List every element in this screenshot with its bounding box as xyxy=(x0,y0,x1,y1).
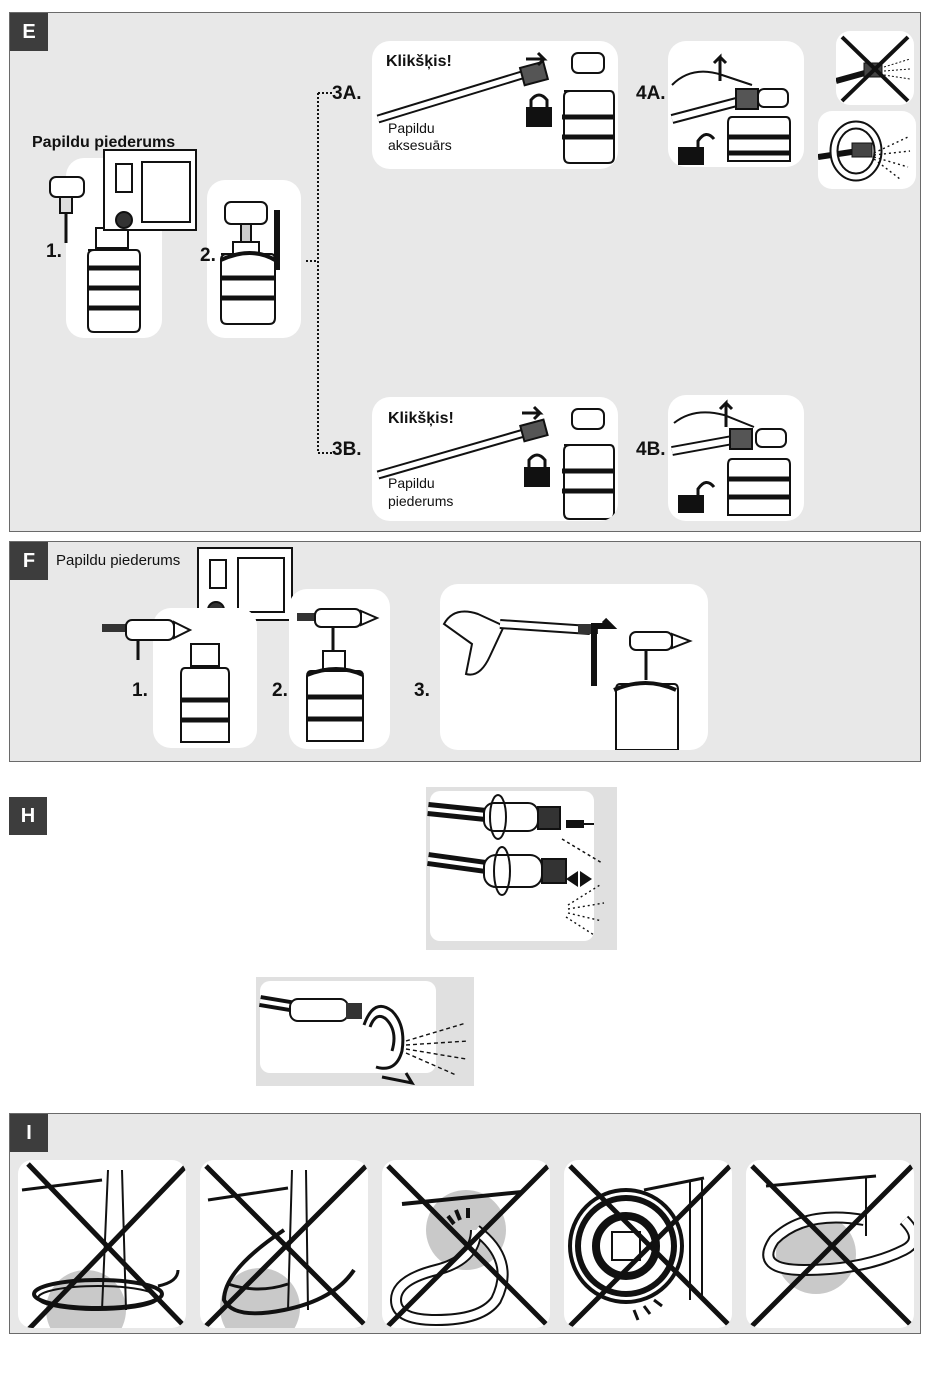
nozzle-icon xyxy=(46,173,96,248)
arrow-right-icon xyxy=(522,407,540,419)
rotate-arrow-icon xyxy=(818,111,916,189)
section-i-panel: I xyxy=(9,1113,921,1334)
hose-warning-3 xyxy=(382,1160,550,1328)
bottle-with-nozzle-icon xyxy=(207,180,301,338)
jet-mode-icon xyxy=(426,787,617,950)
step-3b-number: 3B. xyxy=(332,439,362,461)
lance-release-b-icon xyxy=(668,395,804,521)
callout-3a-line1: Papildu xyxy=(388,120,435,137)
section-e-panel: E Papildu piederums 1. xyxy=(9,12,921,532)
accessory-box-e xyxy=(102,138,202,233)
prohibited-cross-icon xyxy=(836,31,914,105)
section-h-tag: H xyxy=(9,797,47,835)
branch-connector xyxy=(304,89,364,459)
step-4a-number: 4A. xyxy=(636,83,666,105)
lock-open-icon xyxy=(678,147,704,165)
rotate-arrow-icon xyxy=(382,1073,412,1083)
lock-closed-icon xyxy=(524,467,550,487)
step-4a-card xyxy=(668,41,804,167)
hose-warning-4 xyxy=(564,1160,732,1328)
callout-3b-line1: Papildu xyxy=(388,475,435,492)
step-4b-card xyxy=(668,395,804,521)
bottle-with-nozzle-icon xyxy=(289,589,390,749)
hose-warning-2 xyxy=(200,1160,368,1328)
click-text-3b: Klikšķis! xyxy=(388,410,454,428)
lance-release-icon xyxy=(668,41,804,167)
jet-pencil-icon xyxy=(566,820,584,828)
spray-nozzle-e xyxy=(46,173,96,248)
step-e1-number: 1. xyxy=(46,241,62,263)
lock-open-icon xyxy=(678,495,704,513)
prohibited-cross-icon xyxy=(200,1160,368,1328)
nozzle-icon xyxy=(100,614,200,664)
accessory-label-f: Papildu piederums xyxy=(56,552,180,569)
prohibited-cross-icon xyxy=(382,1160,550,1328)
rotate-nozzle-figure xyxy=(256,977,474,1086)
jet-mode-figure xyxy=(426,787,617,950)
gun-attach-icon xyxy=(440,584,708,750)
prohibited-cross-icon xyxy=(18,1160,186,1328)
rotate-nozzle-icon xyxy=(256,977,474,1086)
rotate-nozzle-card xyxy=(818,111,916,189)
prohibited-jet-card xyxy=(836,31,914,105)
callout-3b-line2: piederums xyxy=(388,493,453,510)
accessory-box-icon xyxy=(102,138,202,233)
spray-gun-nozzle-f xyxy=(100,614,200,664)
hose-warning-5 xyxy=(746,1160,914,1328)
prohibited-cross-icon xyxy=(564,1160,732,1328)
step-f3-number: 3. xyxy=(414,680,430,702)
callout-3a-line2: aksesuārs xyxy=(388,137,452,154)
step-4b-number: 4B. xyxy=(636,439,666,461)
step-f2-number: 2. xyxy=(272,680,288,702)
section-f-tag: F xyxy=(10,542,48,580)
section-i-tag: I xyxy=(10,1114,48,1152)
section-f-panel: F Papildu piederums 1. xyxy=(9,541,921,762)
click-text-3a: Klikšķis! xyxy=(386,53,452,71)
hose-warning-1 xyxy=(18,1160,186,1328)
step-f3-card xyxy=(440,584,708,750)
prohibited-cross-icon xyxy=(746,1160,914,1328)
step-3a-number: 3A. xyxy=(332,83,362,105)
lock-closed-icon xyxy=(526,107,552,127)
accessory-label-e: Papildu piederums xyxy=(32,134,175,152)
step-e2-number: 2. xyxy=(200,245,216,267)
jet-fan-icon xyxy=(566,871,592,887)
section-e-tag: E xyxy=(10,13,48,51)
step-e2-card xyxy=(207,180,301,338)
step-f2-card xyxy=(289,589,390,749)
step-f1-number: 1. xyxy=(132,680,148,702)
